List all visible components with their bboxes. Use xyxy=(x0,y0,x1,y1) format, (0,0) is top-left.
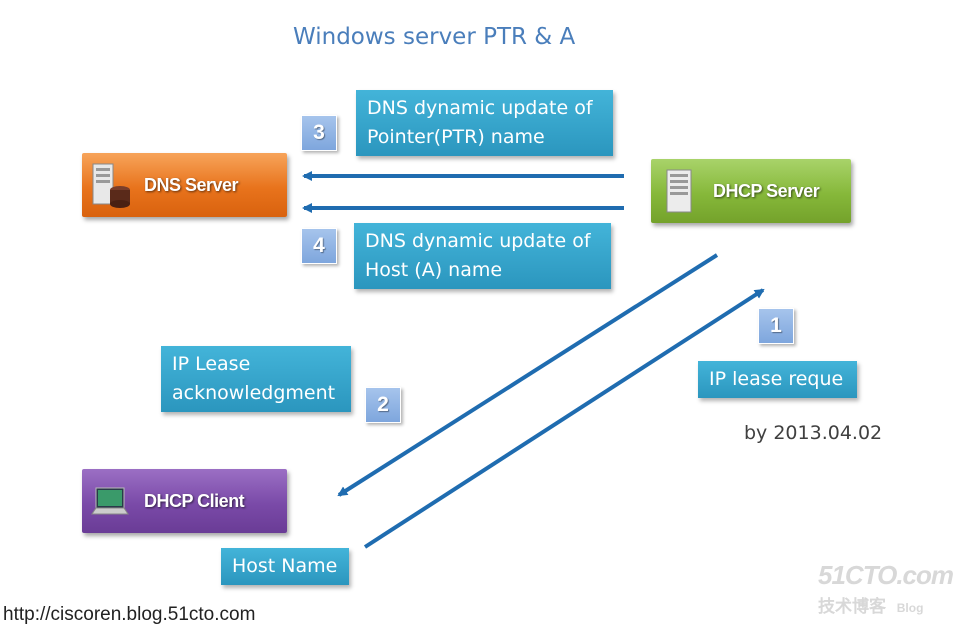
dhcp-server-node: DHCP Server xyxy=(651,159,851,223)
author-date: by 2013.04.02 xyxy=(744,422,883,444)
server-icon xyxy=(659,166,699,216)
step-3-badge: 3 xyxy=(301,115,337,151)
arrow-lease-request xyxy=(363,288,765,549)
source-url: http://ciscoren.blog.51cto.com xyxy=(3,604,256,625)
step-1-badge: 1 xyxy=(758,308,794,344)
a-update-label: DNS dynamic update of Host (A) name xyxy=(354,223,611,289)
dhcp-server-label: DHCP Server xyxy=(713,180,820,201)
step-2-badge: 2 xyxy=(365,387,401,423)
watermark-logo: 51CTO.com xyxy=(818,560,954,590)
dns-server-label: DNS Server xyxy=(144,174,239,195)
dhcp-client-node: DHCP Client xyxy=(82,469,287,533)
diagram-title: Windows server PTR & A xyxy=(293,24,576,50)
dhcp-client-label: DHCP Client xyxy=(144,490,245,511)
laptop-icon xyxy=(90,476,130,526)
server-db-icon xyxy=(90,160,130,210)
step-4-badge: 4 xyxy=(301,228,337,264)
ip-request-label: IP lease reque xyxy=(698,361,857,398)
host-name-label: Host Name xyxy=(221,548,349,585)
ptr-update-label: DNS dynamic update of Pointer(PTR) name xyxy=(356,90,613,156)
dns-server-node: DNS Server xyxy=(82,153,287,217)
lease-ack-label: IP Lease acknowledgment xyxy=(161,346,351,412)
arrow-lease-ack xyxy=(337,253,719,497)
watermark-sub: 技术博客 Blog xyxy=(818,597,924,616)
